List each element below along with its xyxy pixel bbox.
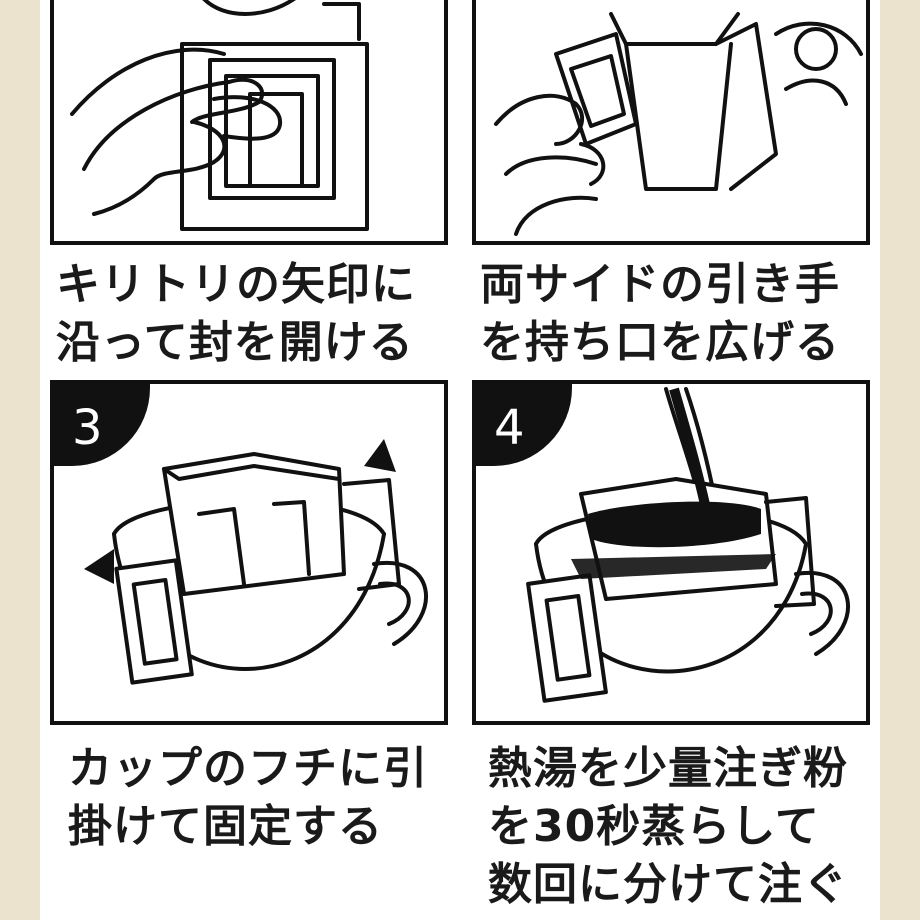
caption-line: 掛けて固定する bbox=[68, 801, 383, 852]
step-1-caption: キリトリの矢印に 沿って封を開ける bbox=[56, 256, 416, 372]
caption-line: を持ち口を広げる bbox=[480, 317, 840, 368]
pouring-hot-water-illustration bbox=[526, 387, 851, 703]
filter-hooked-on-cup-illustration bbox=[84, 439, 429, 685]
step-4-illustration-panel: 4 bbox=[472, 380, 870, 725]
caption-line: 熱湯を少量注ぎ粉 bbox=[488, 743, 848, 794]
step-4-caption: 熱湯を少量注ぎ粉 を30秒蒸らして 数回に分けて注ぐ bbox=[488, 740, 848, 914]
step-3-illustration-panel: 3 bbox=[50, 380, 448, 725]
caption-line: 両サイドの引き手 bbox=[480, 259, 840, 310]
caption-line: 沿って封を開ける bbox=[56, 317, 414, 368]
caption-line: キリトリの矢印に bbox=[56, 259, 416, 310]
hands-spreading-filter-illustration bbox=[494, 12, 863, 236]
arrow-marker bbox=[364, 439, 396, 472]
instruction-sheet: キリトリの矢印に 沿って封を開ける 両サイドの引き手 を持ち口を広げる bbox=[40, 0, 880, 920]
caption-line: 数回に分けて注ぐ bbox=[488, 859, 848, 910]
coffee-grounds bbox=[588, 501, 761, 548]
step-2-illustration-panel bbox=[472, 0, 870, 245]
step-3-caption: カップのフチに引 掛けて固定する bbox=[68, 740, 428, 856]
step-1-illustration-panel bbox=[50, 0, 448, 245]
caption-line: カップのフチに引 bbox=[68, 743, 428, 794]
hot-water-stream bbox=[669, 387, 711, 511]
arrow-marker bbox=[84, 549, 114, 584]
step-2-caption: 両サイドの引き手 を持ち口を広げる bbox=[480, 256, 840, 372]
caption-line: を30秒蒸らして bbox=[488, 801, 820, 852]
hand-opening-packet-illustration bbox=[70, 0, 369, 231]
